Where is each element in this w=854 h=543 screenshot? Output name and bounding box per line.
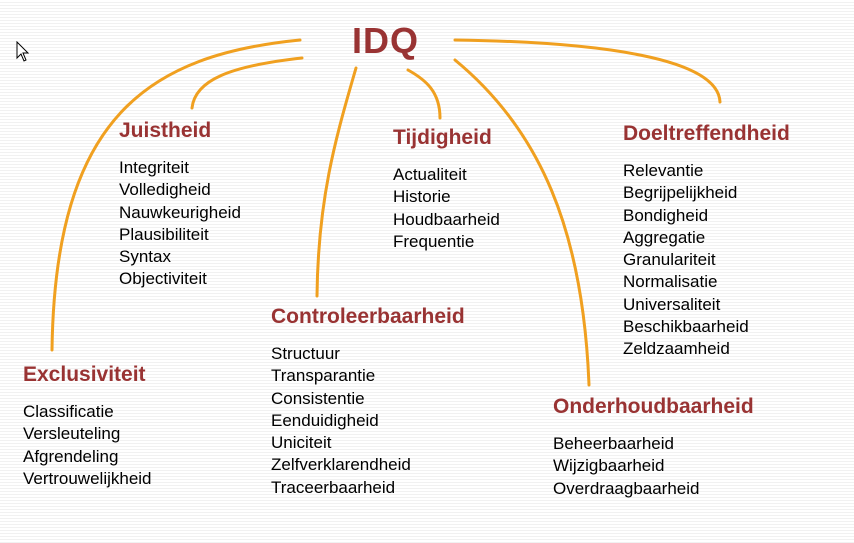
group-heading: Juistheid	[119, 119, 212, 142]
list-item: Structuur	[271, 344, 340, 363]
list-item: Normalisatie	[623, 272, 718, 292]
item-list: Classificatie Versleuteling Afgrendeling…	[23, 401, 152, 490]
list-item: Zeldzaamheid	[623, 339, 730, 359]
item-list: Beheerbaarheid Wijzigbaarheid Overdraagb…	[553, 433, 754, 500]
item-list: Structuur Transparantie Consistentie Een…	[271, 343, 465, 499]
connector-onderhoudbaarheid	[453, 58, 591, 387]
list-item: Plausibiliteit	[119, 224, 209, 244]
connector-tijdigheid	[406, 68, 442, 120]
group-heading: Doeltreffendheid	[623, 122, 790, 145]
list-item: Nauwkeurigheid	[119, 202, 241, 222]
connector-doeltreffendheid	[453, 38, 722, 104]
mouse-pointer-icon	[16, 41, 30, 62]
list-item: Eenduidigheid	[271, 410, 379, 430]
list-item: Relevantie	[623, 161, 704, 180]
list-item: Consistentie	[271, 388, 365, 408]
list-item: Uniciteit	[271, 433, 332, 453]
list-item: Versleuteling	[23, 424, 121, 444]
list-item: Volledigheid	[119, 180, 211, 200]
group-heading: Exclusiviteit	[23, 363, 146, 386]
list-item: Universaliteit	[623, 294, 721, 314]
list-item: Transparantie	[271, 366, 376, 386]
connector-controleerbaarheid	[315, 66, 358, 298]
group-onderhoudbaarheid: Onderhoudbaarheid Beheerbaarheid Wijzigb…	[553, 395, 754, 500]
list-item: Overdraagbaarheid	[553, 478, 700, 498]
list-item: Historie	[393, 187, 451, 207]
list-item: Traceerbaarheid	[271, 477, 396, 497]
group-heading: Onderhoudbaarheid	[553, 395, 754, 418]
group-exclusiviteit: Exclusiviteit Classificatie Versleutelin…	[23, 363, 152, 490]
list-item: Vertrouwelijkheid	[23, 468, 152, 488]
item-list: Relevantie Begrijpelijkheid Bondigheid A…	[623, 160, 790, 361]
list-item: Zelfverklarendheid	[271, 455, 411, 475]
item-list: Integriteit Volledigheid Nauwkeurigheid …	[119, 157, 241, 291]
list-item: Afgrendeling	[23, 446, 119, 466]
group-heading: Tijdigheid	[393, 126, 492, 149]
item-list: Actualiteit Historie Houdbaarheid Freque…	[393, 164, 500, 253]
list-item: Aggregatie	[623, 227, 706, 247]
diagram-title: IDQ	[352, 20, 420, 61]
group-controleerbaarheid: Controleerbaarheid Structuur Transparant…	[271, 305, 465, 499]
list-item: Granulariteit	[623, 250, 716, 270]
list-item: Beheerbaarheid	[553, 434, 674, 453]
list-item: Actualiteit	[393, 165, 467, 184]
list-item: Syntax	[119, 247, 171, 267]
list-item: Begrijpelijkheid	[623, 183, 738, 203]
connector-juistheid	[190, 56, 304, 110]
group-heading: Controleerbaarheid	[271, 305, 465, 328]
group-tijdigheid: Tijdigheid Actualiteit Historie Houdbaar…	[393, 126, 500, 253]
group-doeltreffendheid: Doeltreffendheid Relevantie Begrijpelijk…	[623, 122, 790, 361]
list-item: Frequentie	[393, 231, 475, 251]
group-juistheid: Juistheid Integriteit Volledigheid Nauwk…	[119, 119, 241, 291]
list-item: Bondigheid	[623, 205, 709, 225]
connector-exclusiviteit	[50, 38, 302, 352]
list-item: Objectiviteit	[119, 269, 207, 289]
list-item: Classificatie	[23, 402, 114, 421]
list-item: Beschikbaarheid	[623, 317, 749, 337]
list-item: Integriteit	[119, 158, 189, 177]
list-item: Wijzigbaarheid	[553, 456, 665, 476]
list-item: Houdbaarheid	[393, 209, 500, 229]
